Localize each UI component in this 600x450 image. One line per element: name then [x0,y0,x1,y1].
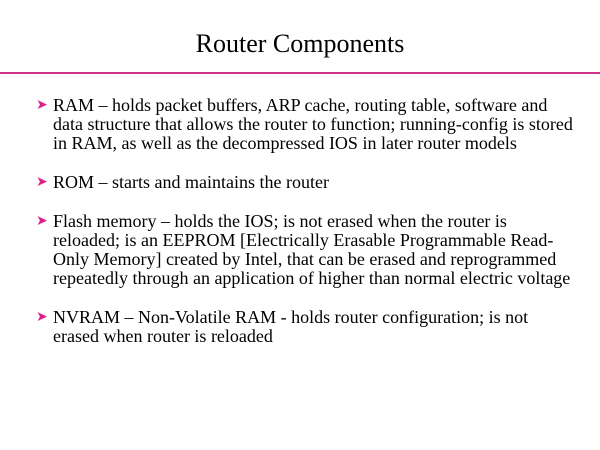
bullet-list: ➤ RAM – holds packet buffers, ARP cache,… [36,96,576,366]
bullet-text: RAM – holds packet buffers, ARP cache, r… [53,95,573,153]
title-divider [0,72,600,74]
bullet-text: Flash memory – holds the IOS; is not era… [53,211,571,288]
bullet-item-ram: ➤ RAM – holds packet buffers, ARP cache,… [36,96,576,153]
bullet-item-rom: ➤ ROM – starts and maintains the router [36,173,576,192]
bullet-text: ROM – starts and maintains the router [53,172,329,192]
arrowhead-bullet-icon: ➤ [36,175,48,190]
arrowhead-bullet-icon: ➤ [36,310,48,325]
bullet-item-nvram: ➤ NVRAM – Non-Volatile RAM - holds route… [36,308,576,346]
arrowhead-bullet-icon: ➤ [36,98,48,113]
arrowhead-bullet-icon: ➤ [36,214,48,229]
bullet-item-flash: ➤ Flash memory – holds the IOS; is not e… [36,212,576,288]
slide-title: Router Components [195,29,405,58]
bullet-text: NVRAM – Non-Volatile RAM - holds router … [53,307,529,346]
